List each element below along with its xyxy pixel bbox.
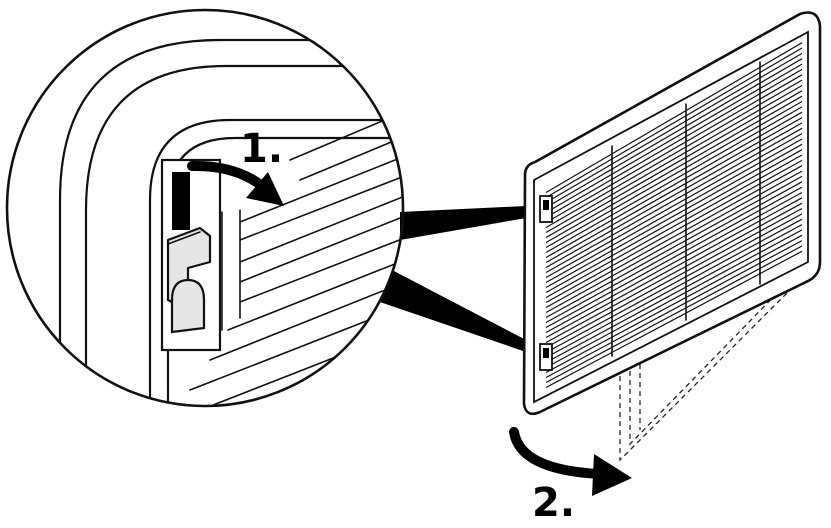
step-2-arrow xyxy=(509,427,632,496)
step-1-arrow xyxy=(187,160,284,206)
latch-knob xyxy=(170,278,206,334)
zoom-detail-circle xyxy=(5,8,405,408)
vent-grille-panel xyxy=(522,11,822,462)
latch-slot xyxy=(172,172,190,230)
step-2-label: 2. xyxy=(532,480,575,526)
panel-latch-bottom xyxy=(539,343,553,371)
step-1-label: 1. xyxy=(240,126,283,172)
panel-latch-top xyxy=(539,195,553,223)
zoom-connector-upper xyxy=(400,206,526,240)
zoom-connector-lower xyxy=(380,270,526,352)
